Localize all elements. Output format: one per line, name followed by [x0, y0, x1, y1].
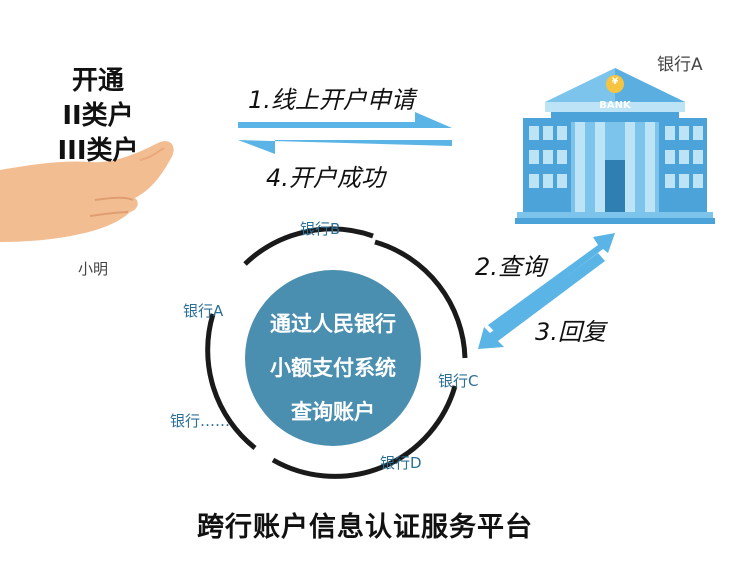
- bank-sign: BANK: [599, 100, 631, 111]
- arrow-right: [238, 112, 452, 128]
- query-arrows: [478, 233, 615, 349]
- arrow-down-left: [478, 253, 605, 349]
- ring-arc-right: [374, 239, 468, 359]
- user-name: 小明: [78, 260, 109, 278]
- ring-arc-top: [243, 226, 374, 266]
- ring-bank-etc: 银行……: [170, 412, 231, 430]
- bank-building-icon: [515, 68, 715, 224]
- bank-ring-diagram: [205, 226, 468, 479]
- step-1-label: 1.线上开户申请: [248, 86, 415, 114]
- class-iii-account-text: III类户: [57, 136, 139, 166]
- step-3-label: 3.回复: [535, 318, 606, 346]
- ring-bank-a: 银行A: [183, 302, 224, 320]
- open-text: 开通: [71, 66, 124, 96]
- center-circle: [245, 270, 421, 446]
- arrow-up-right: [488, 233, 615, 331]
- center-line-1: 通过人民银行: [270, 312, 396, 336]
- hand-illustration: [0, 141, 174, 242]
- center-line-2: 小额支付系统: [270, 356, 396, 380]
- ring-bank-b: 银行B: [300, 220, 341, 238]
- class-ii-account-text: II类户: [62, 101, 134, 131]
- center-line-3: 查询账户: [291, 400, 375, 424]
- bank-yuan-symbol: ¥: [611, 77, 619, 87]
- request-arrows: [238, 112, 452, 154]
- bank-a-label: 银行A: [657, 55, 703, 75]
- ring-bank-c: 银行C: [438, 372, 479, 390]
- step-2-label: 2.查询: [475, 253, 546, 281]
- step-4-label: 4.开户成功: [266, 164, 385, 192]
- platform-title: 跨行账户信息认证服务平台: [197, 512, 533, 543]
- ring-arc-bottom: [271, 385, 458, 479]
- ring-bank-d: 银行D: [380, 454, 422, 472]
- ring-arc-left: [205, 313, 257, 450]
- arrow-left: [238, 140, 452, 154]
